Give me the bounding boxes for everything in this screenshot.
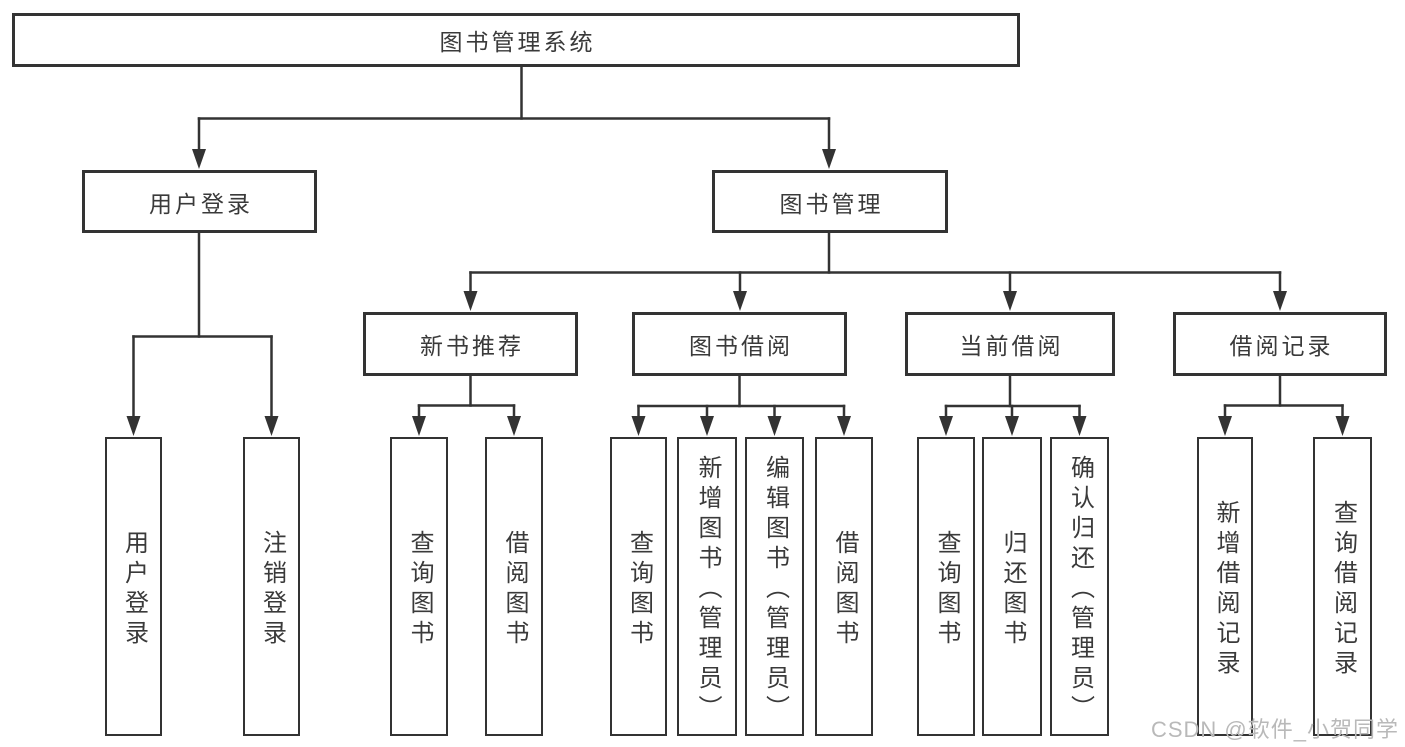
node-label: 图书管理系统 [439,29,596,55]
node-user-login-action: 用户登录 [105,437,162,736]
node-label: 确认归还（管理员） [1066,454,1094,725]
node-label: 图书借阅 [689,333,793,359]
node-label: 借阅记录 [1229,333,1334,359]
node-label: 借阅图书 [501,529,528,650]
node-library-system: 图书管理系统 [12,13,1020,67]
csdn-watermark: CSDN @软件_小贺同学 [1150,717,1399,742]
node-label: 新增图书（管理员） [694,454,721,725]
node-add-books-admin: 新增图书（管理员） [677,437,737,736]
node-label: 查询图书 [933,529,960,650]
node-borrow-books: 借阅图书 [815,437,873,736]
node-label: 新书推荐 [420,333,524,359]
node-edit-books-admin: 编辑图书（管理员） [745,437,804,736]
node-book-management: 图书管理 [712,170,948,233]
node-label: 图书管理 [779,190,884,217]
node-label: 借阅图书 [831,529,858,650]
node-label: 归还图书 [999,529,1026,650]
node-user-login: 用户登录 [82,170,317,233]
node-label: 当前借阅 [959,333,1064,359]
node-logout-action: 注销登录 [243,437,300,736]
node-label: 用户登录 [149,190,253,217]
node-label: 查询图书 [625,529,653,650]
node-new-book-recommendation: 新书推荐 [363,312,578,376]
node-query-borrow-record: 查询借阅记录 [1313,437,1372,736]
node-borrow-books-recommend: 借阅图书 [485,437,543,736]
node-label: 编辑图书（管理员） [761,454,789,725]
node-current-borrowing: 当前借阅 [905,312,1115,376]
node-query-books-borrow: 查询图书 [610,437,667,736]
node-label: 查询图书 [406,529,433,650]
node-query-books-recommend: 查询图书 [390,437,448,736]
node-label: 查询借阅记录 [1329,499,1357,680]
node-book-borrowing: 图书借阅 [632,312,847,376]
node-query-books-current: 查询图书 [917,437,975,736]
node-label: 新增借阅记录 [1212,499,1239,680]
node-borrowing-records: 借阅记录 [1173,312,1387,376]
node-confirm-return-admin: 确认归还（管理员） [1050,437,1109,736]
node-add-borrow-record: 新增借阅记录 [1197,437,1253,736]
node-label: 用户登录 [120,529,148,650]
node-label: 注销登录 [258,529,286,650]
node-return-books: 归还图书 [982,437,1042,736]
